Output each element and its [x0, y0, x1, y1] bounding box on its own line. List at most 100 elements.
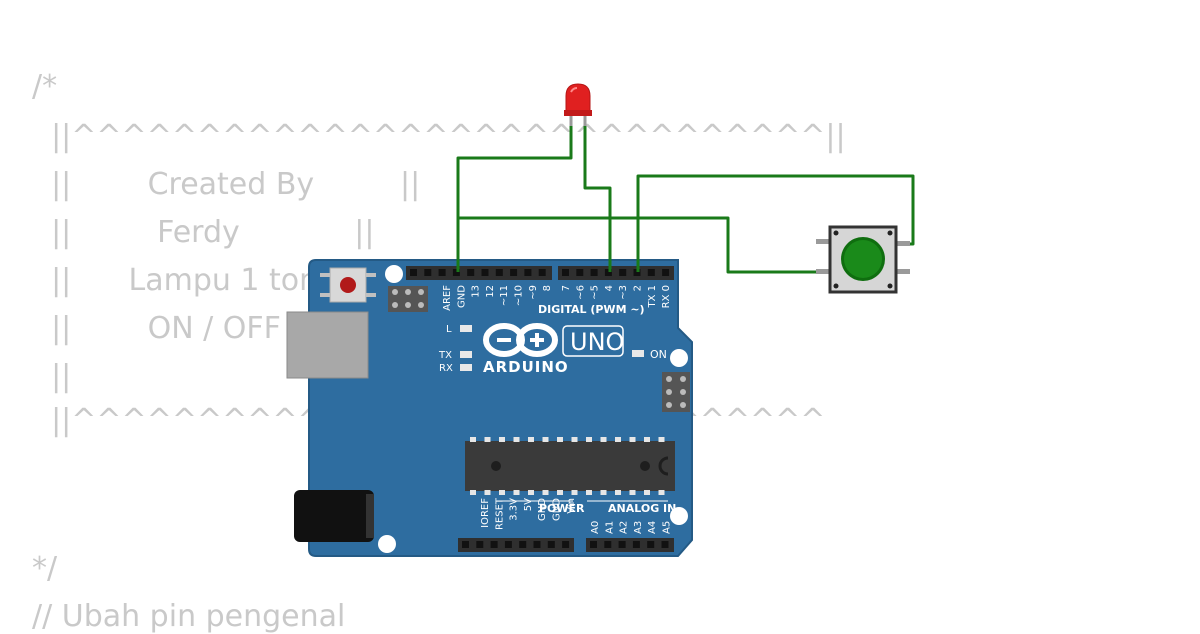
- chip-pin: [542, 490, 549, 495]
- header-pin[interactable]: [410, 269, 417, 276]
- header-pin[interactable]: [424, 269, 432, 276]
- pin-label: A3: [633, 521, 644, 534]
- pin-label: A1: [604, 521, 615, 534]
- chip-pin: [484, 490, 491, 495]
- chip-pin: [513, 490, 520, 495]
- chip-pin: [499, 437, 505, 442]
- pin-label: ~6: [575, 285, 586, 300]
- header-pin[interactable]: [662, 269, 670, 276]
- chip-pin: [557, 490, 563, 495]
- digital-header-label: DIGITAL (PWM ~): [538, 303, 645, 316]
- wire-led-anode-to-pin4: [583, 124, 612, 272]
- header-pin[interactable]: [510, 269, 518, 276]
- code-line: /*: [32, 69, 58, 104]
- header-pin[interactable]: [590, 269, 598, 276]
- header-pin[interactable]: [495, 269, 503, 276]
- model-label: UNO: [570, 328, 624, 356]
- power-header: [458, 538, 574, 552]
- reset-button[interactable]: [320, 267, 376, 303]
- chip-pin: [470, 437, 476, 442]
- chip-pin: [571, 437, 578, 442]
- header-pin[interactable]: [538, 269, 546, 276]
- chip-pin: [600, 437, 607, 442]
- chip-pin: [615, 437, 621, 442]
- header-pin[interactable]: [524, 269, 532, 276]
- chip-pin: [644, 490, 650, 495]
- pin-label: A4: [647, 521, 658, 534]
- header-pin[interactable]: [632, 541, 640, 548]
- header-pin[interactable]: [519, 541, 527, 548]
- pin-label: ~5: [590, 285, 601, 300]
- header-pin[interactable]: [462, 541, 469, 548]
- pin-label: 5V: [523, 498, 534, 511]
- header-pin[interactable]: [452, 269, 460, 276]
- header-pin[interactable]: [618, 541, 626, 548]
- header-pin[interactable]: [547, 541, 555, 548]
- code-line: || Ferdy ||: [32, 215, 375, 250]
- header-pin[interactable]: [604, 269, 612, 276]
- led-on: [632, 350, 644, 357]
- header-pin[interactable]: [533, 541, 541, 548]
- header-pin[interactable]: [562, 541, 570, 548]
- power-jack[interactable]: [294, 490, 374, 542]
- header-pin[interactable]: [576, 269, 584, 276]
- header-pin[interactable]: [647, 269, 655, 276]
- analog-label: ANALOG IN: [608, 502, 676, 515]
- chip-pin: [644, 437, 650, 442]
- header-pin[interactable]: [633, 269, 641, 276]
- mounting-hole: [670, 349, 688, 367]
- chip-pin: [586, 490, 592, 495]
- wire-pin2-to-button: [636, 174, 915, 272]
- pin-label: AREF: [442, 285, 453, 311]
- power-label: POWER: [539, 502, 585, 515]
- header-pin[interactable]: [476, 541, 484, 548]
- pin-label: GND: [537, 498, 548, 521]
- header-pin[interactable]: [590, 541, 597, 548]
- pin-label: ~3: [618, 285, 629, 300]
- icsp-header-right: [662, 372, 690, 412]
- wire-led-cathode-to-gnd: [456, 124, 573, 272]
- header-pin[interactable]: [467, 269, 475, 276]
- pin-label: GND: [456, 285, 467, 308]
- chip-pin: [658, 437, 665, 442]
- pin-label: TX 1: [647, 285, 658, 309]
- header-pin[interactable]: [481, 269, 489, 276]
- led-l: [460, 325, 472, 332]
- chip-pin: [528, 490, 534, 495]
- push-button[interactable]: [816, 225, 910, 294]
- pin-label: Vin: [566, 498, 577, 514]
- microcontroller-chip: [465, 437, 675, 495]
- chip-pin: [542, 437, 549, 442]
- chip-pin: [470, 490, 476, 495]
- chip-pin: [629, 437, 636, 442]
- pin-label: 8: [542, 285, 553, 291]
- pin-label: ~10: [514, 285, 525, 306]
- chip-pin: [586, 437, 592, 442]
- header-pin[interactable]: [504, 541, 512, 548]
- header-pin[interactable]: [604, 541, 612, 548]
- header-pin[interactable]: [619, 269, 627, 276]
- pin-label: ~9: [528, 285, 539, 300]
- header-pin[interactable]: [562, 269, 569, 276]
- led-label-l: L: [446, 324, 452, 335]
- usb-port[interactable]: [286, 311, 369, 379]
- pin-label: 2: [633, 285, 644, 291]
- red-led[interactable]: [564, 83, 592, 126]
- header-pin[interactable]: [661, 541, 669, 548]
- code-line: || Created By ||: [32, 167, 421, 202]
- chip-pin: [600, 490, 607, 495]
- pin-label: GND: [552, 498, 563, 521]
- header-pin[interactable]: [647, 541, 655, 548]
- header-pin[interactable]: [438, 269, 446, 276]
- digital-header-right: [558, 266, 674, 280]
- wires: [456, 124, 915, 274]
- pin-label: 3.3V: [509, 498, 520, 521]
- pin-label: 7: [561, 285, 572, 291]
- chip-pin: [513, 437, 520, 442]
- wire-gnd-to-button: [458, 216, 816, 274]
- pin-label: A2: [619, 521, 630, 534]
- chip-pin: [557, 437, 563, 442]
- header-pin[interactable]: [490, 541, 498, 548]
- pin-label: RESET: [494, 497, 505, 530]
